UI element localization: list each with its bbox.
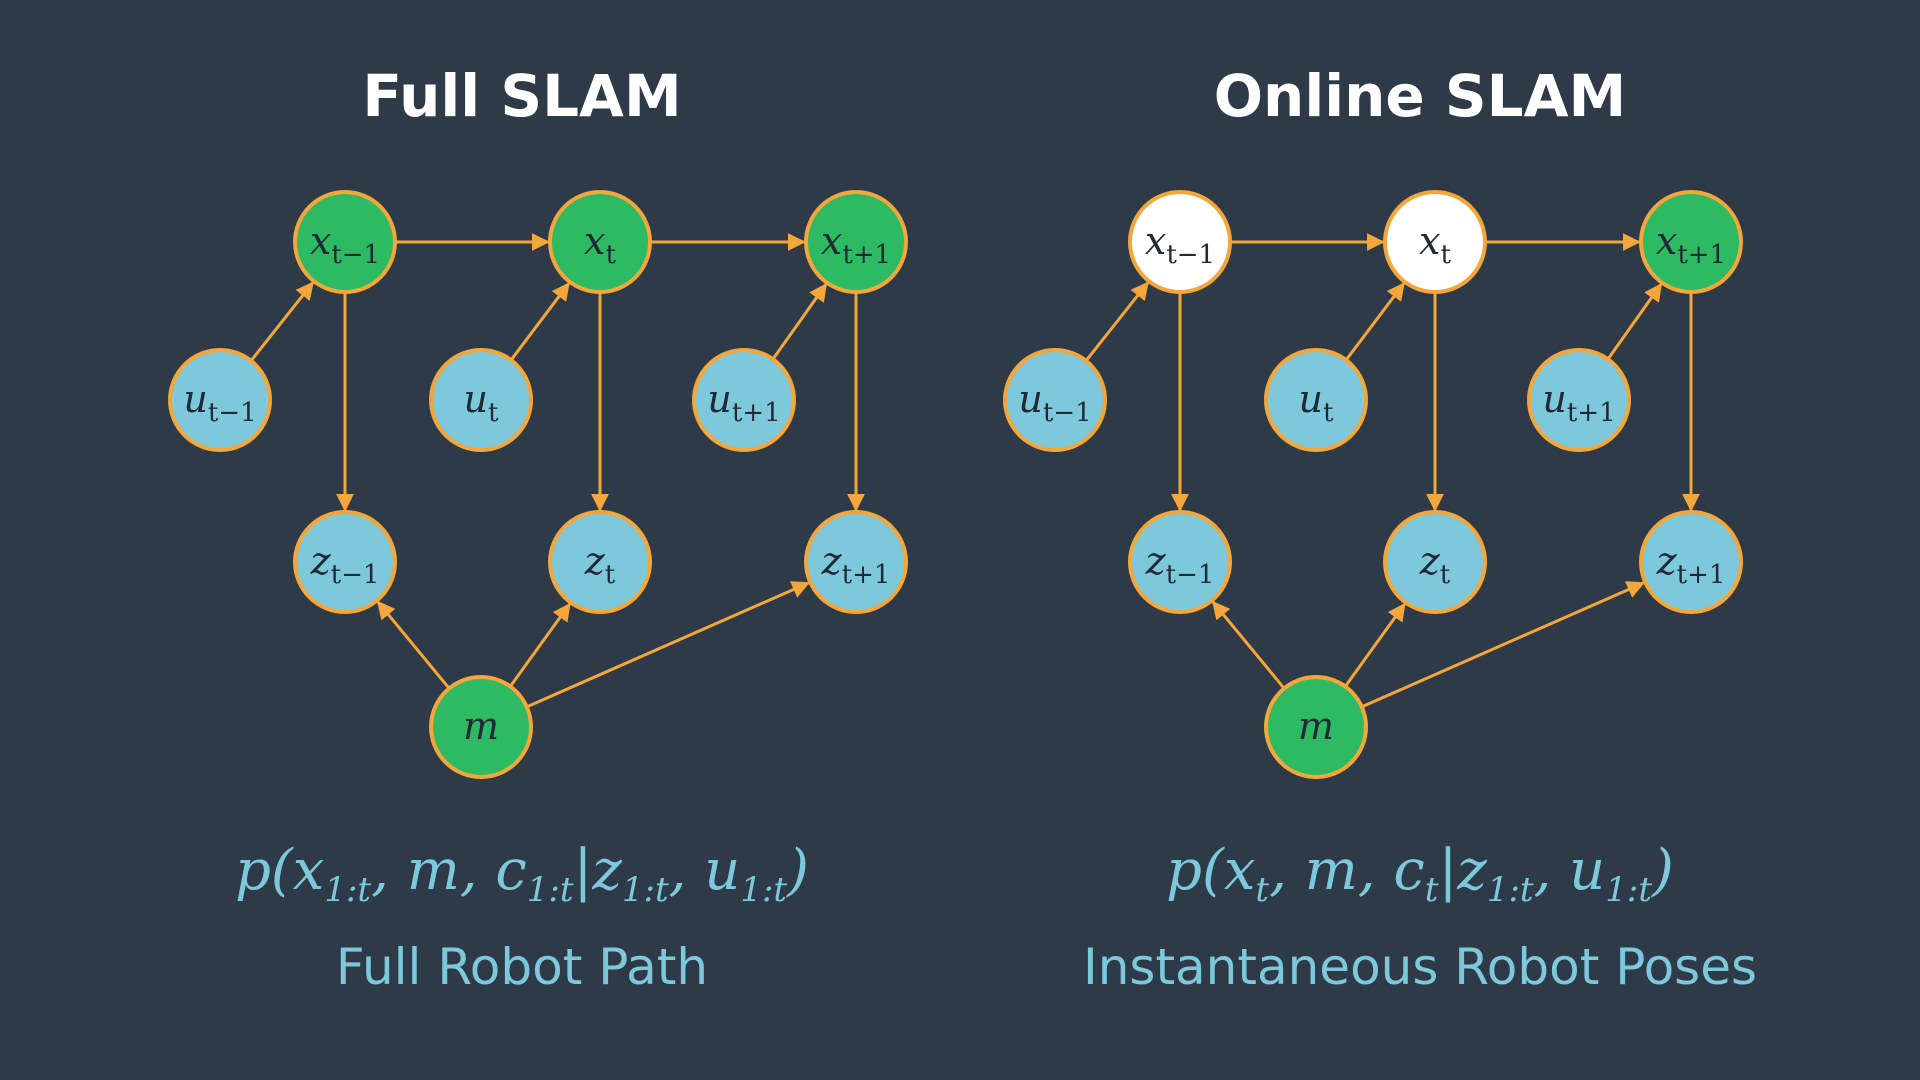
node-circle (1383, 510, 1487, 614)
node-x_cur: xt (1383, 190, 1487, 294)
node-u_next: ut+1 (1527, 348, 1631, 452)
node-label: ut (464, 377, 499, 428)
node-circle (804, 510, 908, 614)
node-u_next: ut+1 (692, 348, 796, 452)
node-circle (548, 510, 652, 614)
node-label: ut−1 (1018, 377, 1091, 428)
edge-m-to-z_next (1361, 581, 1646, 709)
node-label: xt+1 (1656, 219, 1726, 270)
node-label: xt−1 (1145, 219, 1215, 270)
node-x_prev: xt−1 (293, 190, 397, 294)
node-circle (1128, 510, 1232, 614)
online-slam-title: Online SLAM (1213, 62, 1627, 130)
node-circle (1639, 510, 1743, 614)
node-z_cur: zt (548, 510, 652, 614)
node-label: xt (584, 219, 616, 270)
node-label: zt−1 (310, 539, 380, 590)
node-x_prev: xt−1 (1128, 190, 1232, 294)
node-x_next: xt+1 (804, 190, 908, 294)
node-circle (1639, 190, 1743, 294)
node-circle (1128, 190, 1232, 294)
node-circle (548, 190, 652, 294)
node-circle (1264, 348, 1368, 452)
edge-u_next-to-x_next (1606, 282, 1663, 361)
node-label: zt+1 (821, 539, 891, 590)
edge-u_cur-to-x_cur (1344, 282, 1405, 361)
node-label: xt−1 (310, 219, 380, 270)
node-circle (1264, 675, 1368, 779)
node-label: m (1298, 704, 1334, 748)
node-label: zt+1 (1656, 539, 1726, 590)
node-label: zt (1419, 539, 1451, 590)
node-circle (804, 190, 908, 294)
node-u_cur: ut (429, 348, 533, 452)
node-u_prev: ut−1 (1003, 348, 1107, 452)
node-circle (692, 348, 796, 452)
node-circle (1003, 348, 1107, 452)
full-slam-title: Full SLAM (362, 62, 682, 130)
full-slam-caption: Full Robot Path (335, 938, 709, 996)
node-circle (1527, 348, 1631, 452)
node-x_next: xt+1 (1639, 190, 1743, 294)
online-slam-caption: Instantaneous Robot Poses (1082, 938, 1758, 996)
node-label: xt (1419, 219, 1451, 270)
node-circle (429, 348, 533, 452)
node-z_next: zt+1 (804, 510, 908, 614)
node-circle (1383, 190, 1487, 294)
node-z_cur: zt (1383, 510, 1487, 614)
node-label: ut−1 (183, 377, 256, 428)
node-z_next: zt+1 (1639, 510, 1743, 614)
edge-m-to-z_cur (1344, 602, 1406, 688)
node-m: m (429, 675, 533, 779)
edge-u_prev-to-x_prev (1084, 281, 1149, 362)
node-u_cur: ut (1264, 348, 1368, 452)
node-label: zt−1 (1145, 539, 1215, 590)
edge-u_cur-to-x_cur (509, 282, 570, 361)
node-label: zt (584, 539, 616, 590)
node-circle (429, 675, 533, 779)
edge-m-to-z_next (526, 581, 811, 709)
node-label: ut (1299, 377, 1334, 428)
node-label: ut+1 (1542, 377, 1615, 428)
edge-u_next-to-x_next (771, 282, 828, 361)
node-z_prev: zt−1 (1128, 510, 1232, 614)
node-z_prev: zt−1 (293, 510, 397, 614)
node-label: xt+1 (821, 219, 891, 270)
node-circle (168, 348, 272, 452)
edge-u_prev-to-x_prev (249, 281, 314, 362)
edge-m-to-z_prev (376, 600, 451, 690)
node-x_cur: xt (548, 190, 652, 294)
node-label: m (463, 704, 499, 748)
online-slam-formula: p(xt, m, ct|z1:t, u1:t) (1166, 838, 1674, 911)
node-m: m (1264, 675, 1368, 779)
edge-m-to-z_prev (1211, 600, 1286, 690)
node-u_prev: ut−1 (168, 348, 272, 452)
node-circle (293, 510, 397, 614)
node-label: ut+1 (707, 377, 780, 428)
full-slam-formula: p(x1:t, m, c1:t|z1:t, u1:t) (235, 838, 809, 911)
node-circle (293, 190, 397, 294)
edge-m-to-z_cur (509, 602, 571, 688)
